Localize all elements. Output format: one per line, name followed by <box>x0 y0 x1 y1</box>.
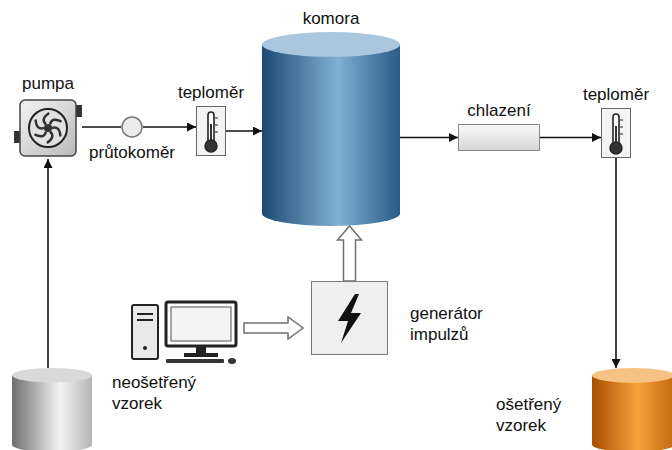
flow-arrow <box>226 130 262 132</box>
cooler-box <box>459 125 540 151</box>
cylinder-body <box>262 44 400 226</box>
node-label: neošetřený vzorek <box>112 372 210 415</box>
flow-arrow <box>47 159 49 368</box>
shape-outline <box>121 116 143 138</box>
flow-arrow <box>615 158 617 368</box>
node-label: pumpa <box>22 73 74 94</box>
node-label: ošetřený vzorek <box>496 394 586 437</box>
node-pump: pumpa <box>14 97 82 159</box>
node-gen: generátor impulzů <box>311 281 388 355</box>
flow-arrow <box>400 137 458 139</box>
node-label: teploměr <box>583 84 649 105</box>
shape-outline <box>12 368 92 450</box>
node-label: průtokoměr <box>89 142 175 163</box>
cylinder-body <box>592 375 672 450</box>
pump-rotor <box>29 109 67 147</box>
pump-hub <box>44 124 52 132</box>
shape-outline <box>601 108 631 158</box>
node-cyl: komora <box>262 32 400 226</box>
shape-outline <box>592 368 672 450</box>
cylinder-body <box>12 375 92 450</box>
cylinder-top <box>592 368 672 383</box>
hollow-arrow <box>244 317 303 339</box>
node-label: chlazení <box>467 100 530 121</box>
shape-outline <box>262 32 400 226</box>
flowmeter-circle <box>122 117 142 137</box>
thermometer-tick <box>215 118 218 119</box>
hollow-arrow <box>338 226 362 281</box>
cylinder-top <box>12 368 92 382</box>
thermometer-tick <box>620 134 623 135</box>
shape-outline <box>458 124 540 151</box>
generator-box <box>312 282 388 355</box>
cylinder-top <box>262 32 400 57</box>
thermometer-bulb <box>610 142 622 154</box>
lightning-symbol <box>338 294 361 343</box>
node-thermo: teploměr <box>601 108 631 158</box>
node-cyl: neošetřený vzorek <box>12 368 92 450</box>
node-rect: chlazení <box>458 124 540 151</box>
pump-body <box>20 100 76 156</box>
computer-icon <box>132 302 236 364</box>
thermometer-tick <box>215 132 218 133</box>
node-flow: průtokoměr <box>121 116 143 138</box>
flow-arrow <box>143 126 196 128</box>
shape-outline <box>196 106 226 156</box>
thermometer-tick <box>620 120 623 121</box>
flow-arrow <box>540 137 601 139</box>
node-label: komora <box>303 8 360 29</box>
thermometer-bulb <box>205 140 217 152</box>
thermometer-frame <box>197 107 226 156</box>
flow-arrow <box>82 126 121 128</box>
thermometer-frame <box>602 109 631 158</box>
node-label: generátor impulzů <box>410 303 518 346</box>
thermometer-tick <box>215 125 218 126</box>
node-thermo: teploměr <box>196 106 226 156</box>
thermometer-tick <box>620 127 623 128</box>
shape-outline <box>14 97 82 159</box>
node-cyl: ošetřený vzorek <box>592 368 672 450</box>
shape-outline <box>311 281 388 355</box>
pump-fan <box>34 113 61 143</box>
node-label: teploměr <box>178 82 244 103</box>
